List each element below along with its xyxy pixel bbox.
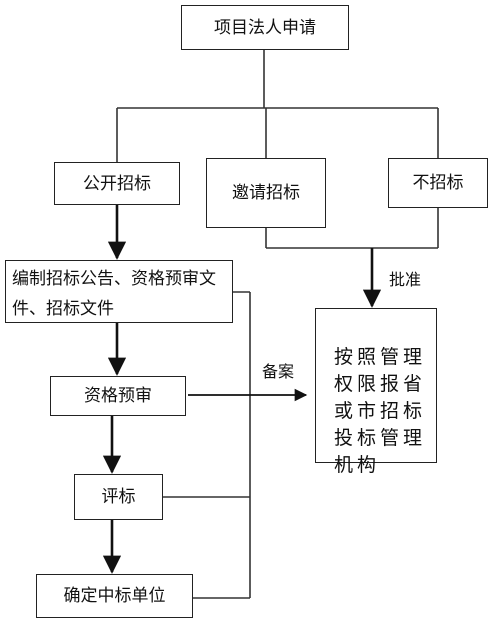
node-prepare-docs: 编制招标公告、资格预审文件、招标文件 bbox=[5, 260, 233, 323]
node-no-bid: 不招标 bbox=[388, 158, 488, 208]
node-apply: 项目法人申请 bbox=[181, 5, 349, 50]
node-winner: 确定中标单位 bbox=[36, 574, 193, 618]
node-agency-label: 按照管理 权限报省 或市招标 投标管理 机构 bbox=[334, 346, 427, 476]
node-invite-bid-label: 邀请招标 bbox=[232, 183, 300, 203]
node-prequal-label: 资格预审 bbox=[84, 386, 152, 406]
node-no-bid-label: 不招标 bbox=[412, 173, 464, 193]
node-winner-label: 确定中标单位 bbox=[63, 586, 166, 606]
node-prequal: 资格预审 bbox=[50, 376, 186, 416]
node-apply-label: 项目法人申请 bbox=[214, 17, 316, 38]
node-invite-bid: 邀请招标 bbox=[206, 158, 326, 228]
node-agency: 按照管理 权限报省 或市招标 投标管理 机构 bbox=[315, 308, 437, 476]
node-public-bid: 公开招标 bbox=[54, 162, 180, 205]
node-evaluate: 评标 bbox=[74, 474, 163, 520]
node-evaluate-label: 评标 bbox=[101, 487, 136, 507]
node-prepare-docs-label: 编制招标公告、资格预审文件、招标文件 bbox=[12, 269, 216, 319]
node-public-bid-label: 公开招标 bbox=[83, 173, 151, 194]
edge-label-filing: 备案 bbox=[262, 362, 295, 381]
edge-label-approve: 批准 bbox=[389, 270, 422, 289]
